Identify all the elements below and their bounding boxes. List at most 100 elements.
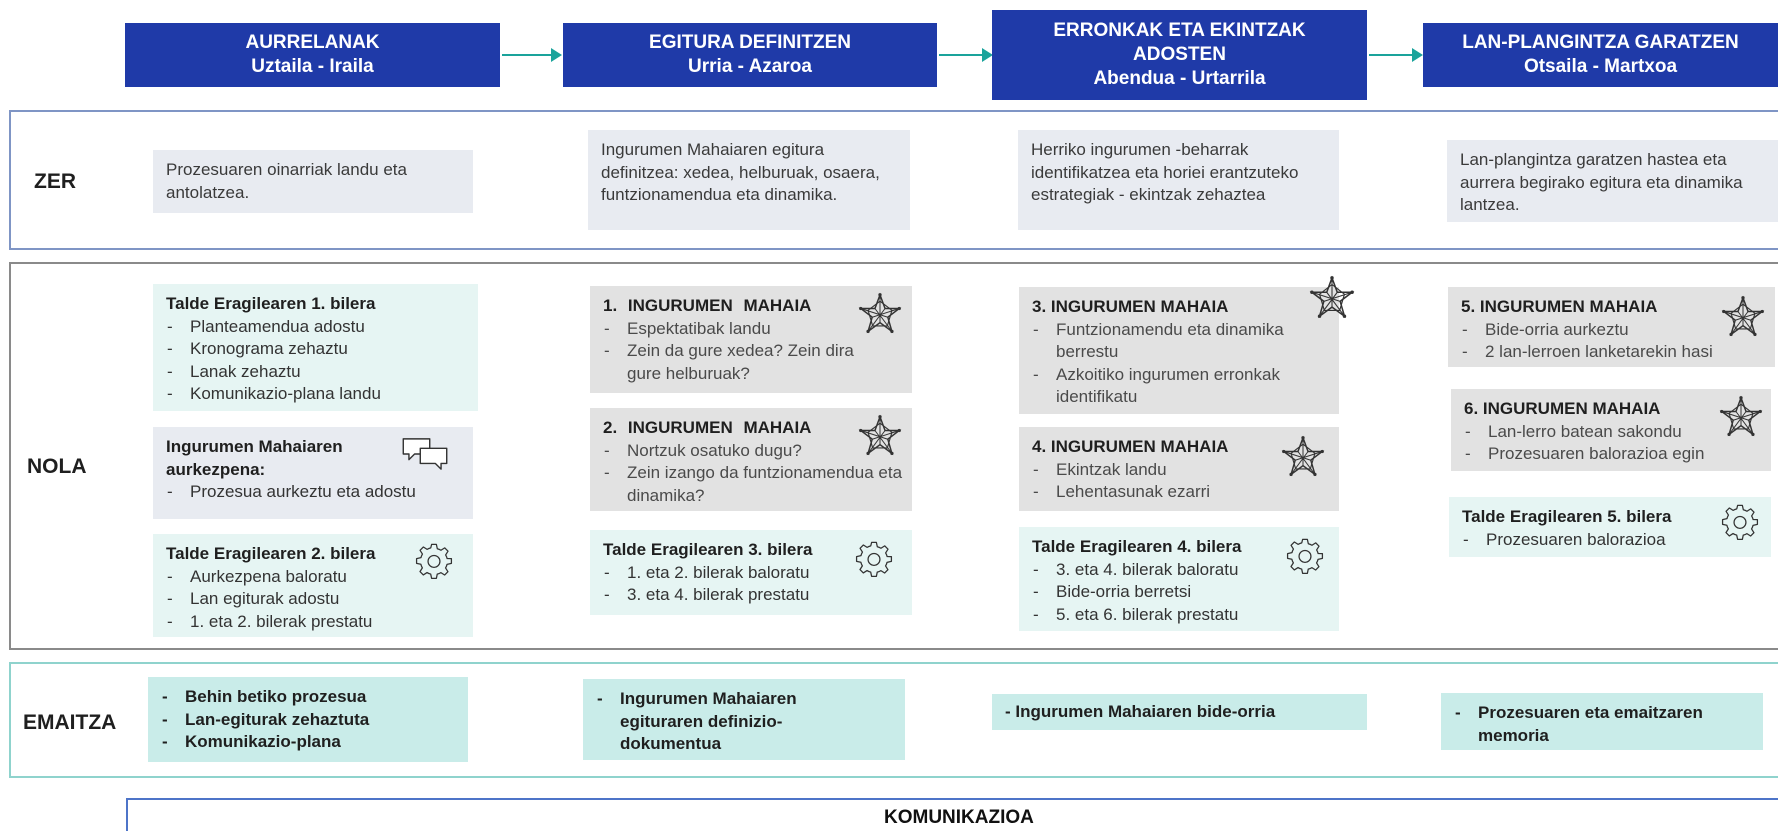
meeting-items: Funtzionamendu eta dinamika berrestu Azk… [1032, 319, 1322, 409]
list-item: Bide-orria berretsi [1032, 581, 1326, 604]
komunikazioa-band [126, 798, 1778, 831]
star-network-icon [1719, 395, 1763, 439]
flow-arrow [1369, 48, 1423, 62]
result-box-1: Behin betiko prozesua Lan-egiturak zehaz… [148, 677, 468, 762]
list-item: Funtzionamendu eta dinamika berrestu [1032, 319, 1322, 364]
list-item: 2 lan-lerroen lanketarekin hasi [1461, 341, 1762, 364]
list-item: Nortzuk osatuko dugu? [603, 440, 903, 463]
star-network-icon [858, 292, 902, 336]
meeting-box-mahaia-4: 4. INGURUMEN MAHAIA Ekintzak landu Lehen… [1019, 427, 1339, 511]
phase-title-line1: ERRONKAK ETA EKINTZAK [1053, 20, 1306, 41]
phase-period: Uztaila - Iraila [251, 56, 374, 77]
list-item: Aurkezpena baloratu [166, 566, 460, 589]
meeting-items: Espektatibak landu Zein da gure xedea? Z… [603, 318, 878, 386]
komunikazioa-title: KOMUNIKAZIOA [884, 807, 1034, 828]
row-label-nola: NOLA [27, 455, 87, 478]
row-label-emaitza: EMAITZA [23, 711, 117, 734]
presentation-title: Ingurumen Mahaiaren aurkezpena: [166, 437, 343, 479]
meeting-title: 6. INGURUMEN MAHAIA [1464, 399, 1661, 418]
zer-box-3: Herriko ingurumen -beharrak identifikatz… [1018, 130, 1339, 230]
list-item: 3. eta 4. bilerak prestatu [603, 584, 899, 607]
meeting-box-talde-3: Talde Eragilearen 3. bilera 1. eta 2. bi… [590, 530, 912, 615]
list-item: Prozesuaren eta emaitzaren memoria [1454, 702, 1750, 747]
meeting-box-talde-1: Talde Eragilearen 1. bilera Planteamendu… [153, 284, 478, 411]
phase-title: EGITURA DEFINITZEN [649, 32, 851, 53]
meeting-items: Aurkezpena baloratu Lan egiturak adostu … [166, 566, 460, 634]
list-item: Zein izango da funtzionamendua eta dinam… [603, 462, 903, 507]
nola-band [9, 262, 1778, 650]
meeting-title: Talde Eragilearen 3. bilera [603, 540, 813, 559]
meeting-items: Nortzuk osatuko dugu? Zein izango da fun… [603, 440, 903, 508]
meeting-title: Talde Eragilearen 4. bilera [1032, 537, 1242, 556]
result-items: Behin betiko prozesua Lan-egiturak zehaz… [161, 686, 455, 754]
phase-title: AURRELANAK [245, 32, 380, 53]
list-item: Komunikazio-plana landu [166, 383, 465, 406]
gear-icon [855, 540, 893, 578]
list-item: Behin betiko prozesua [161, 686, 455, 709]
meeting-box-mahaia-3: 3. INGURUMEN MAHAIA Funtzionamendu eta d… [1019, 287, 1339, 414]
list-item: Komunikazio-plana [161, 731, 455, 754]
list-item: Lan egiturak adostu [166, 588, 460, 611]
zer-box-4: Lan-plangintza garatzen hastea eta aurre… [1447, 140, 1778, 222]
emaitza-band [9, 662, 1778, 778]
list-item: Prozesua aurkeztu eta adostu [166, 481, 460, 504]
star-network-icon [858, 414, 902, 458]
list-item: Ingurumen Mahaiaren egituraren definizio… [596, 688, 826, 756]
gear-icon [1286, 537, 1324, 575]
list-item: Prozesuaren balorazioa [1462, 529, 1758, 552]
gear-icon [415, 542, 453, 580]
result-box-2: Ingurumen Mahaiaren egituraren definizio… [583, 679, 905, 760]
presentation-box: Ingurumen Mahaiaren aurkezpena: Prozesua… [153, 427, 473, 519]
list-item: Kronograma zehaztu [166, 338, 465, 361]
meeting-title: Talde Eragilearen 2. bilera [166, 544, 376, 563]
list-item: Ekintzak landu [1032, 459, 1326, 482]
phase-title: LAN-PLANGINTZA GARATZEN [1462, 32, 1739, 53]
meeting-items: Ekintzak landu Lehentasunak ezarri [1032, 459, 1326, 504]
result-box-4: Prozesuaren eta emaitzaren memoria [1441, 693, 1763, 750]
list-item: Planteamendua adostu [166, 316, 465, 339]
list-item: Azkoitiko ingurumen erronkak identifikat… [1032, 364, 1322, 409]
meeting-title: Talde Eragilearen 5. bilera [1462, 507, 1672, 526]
star-network-icon [1281, 435, 1325, 479]
list-item: Prozesuaren balorazioa egin [1464, 443, 1758, 466]
gear-icon [1721, 503, 1759, 541]
phase-period: Otsaila - Martxoa [1523, 56, 1678, 77]
list-item: Zein da gure xedea? Zein dira gure helbu… [603, 340, 878, 385]
meeting-title: 3. INGURUMEN MAHAIA [1032, 297, 1229, 316]
list-item: 1. eta 2. bilerak prestatu [166, 611, 460, 634]
phase-header-egitura: EGITURA DEFINITZEN Urria - Azaroa [563, 23, 937, 87]
star-network-icon [1309, 275, 1355, 321]
zer-box-2: Ingurumen Mahaiaren egitura definitzea: … [588, 130, 910, 230]
flow-arrow [939, 48, 993, 62]
meeting-box-mahaia-2: 2. INGURUMEN MAHAIA Nortzuk osatuko dugu… [590, 408, 912, 511]
meeting-items: 1. eta 2. bilerak baloratu 3. eta 4. bil… [603, 562, 899, 607]
meeting-items: Bide-orria aurkeztu 2 lan-lerroen lanket… [1461, 319, 1762, 364]
phase-period: Urria - Azaroa [688, 56, 812, 77]
meeting-title: 2. INGURUMEN MAHAIA [603, 418, 812, 437]
list-item: Espektatibak landu [603, 318, 878, 341]
meeting-items: Prozesuaren balorazioa [1462, 529, 1758, 552]
list-item: Lan-lerro batean sakondu [1464, 421, 1758, 444]
meeting-title: 5. INGURUMEN MAHAIA [1461, 297, 1658, 316]
phase-period: Abendua - Urtarrila [1093, 68, 1266, 89]
star-network-icon [1721, 295, 1765, 339]
meeting-box-talde-4: Talde Eragilearen 4. bilera 3. eta 4. bi… [1019, 527, 1339, 631]
list-item: 1. eta 2. bilerak baloratu [603, 562, 899, 585]
speech-bubbles-icon [401, 437, 449, 471]
result-items: Prozesuaren eta emaitzaren memoria [1454, 702, 1750, 747]
phase-header-aurrelanak: AURRELANAK Uztaila - Iraila [125, 23, 500, 87]
flow-arrow [502, 48, 562, 62]
meeting-box-talde-5: Talde Eragilearen 5. bilera Prozesuaren … [1449, 497, 1771, 557]
zer-box-1: Prozesuaren oinarriak landu eta antolatz… [153, 150, 473, 213]
meeting-title: Talde Eragilearen 1. bilera [166, 294, 376, 313]
presentation-items: Prozesua aurkeztu eta adostu [166, 481, 460, 504]
meeting-title: 1. INGURUMEN MAHAIA [603, 296, 812, 315]
list-item: Lehentasunak ezarri [1032, 481, 1326, 504]
list-item: Lanak zehaztu [166, 361, 465, 384]
list-item: 3. eta 4. bilerak baloratu [1032, 559, 1326, 582]
meeting-items: Planteamendua adostu Kronograma zehaztu … [166, 316, 465, 406]
phase-title-line2: ADOSTEN [1133, 44, 1226, 65]
meeting-box-mahaia-1: 1. INGURUMEN MAHAIA Espektatibak landu Z… [590, 286, 912, 393]
result-items: Ingurumen Mahaiaren egituraren definizio… [596, 688, 826, 756]
meeting-box-talde-2: Talde Eragilearen 2. bilera Aurkezpena b… [153, 534, 473, 637]
